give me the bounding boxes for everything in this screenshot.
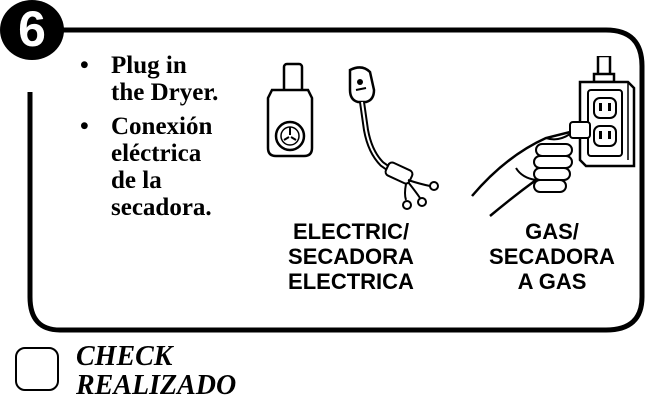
- caption-line: GAS/: [525, 219, 579, 244]
- instruction-item-spanish: • Conexión eléctrica de la secadora.: [78, 113, 258, 221]
- instruction-line: eléctrica: [111, 140, 202, 167]
- instruction-line: Conexión: [111, 113, 213, 140]
- instruction-line: de la: [111, 167, 162, 194]
- caption-line: ELECTRIC/: [292, 219, 410, 244]
- caption-line: A GAS: [517, 269, 587, 294]
- check-label: CHECK REALIZADO: [76, 342, 236, 400]
- dryer-power-cord-icon: [266, 62, 439, 210]
- bullet-icon: •: [80, 52, 89, 79]
- caption-line: SECADORA: [288, 244, 414, 269]
- hand-plugging-outlet-icon: [471, 56, 636, 217]
- step-badge: 6: [0, 0, 70, 68]
- step-number: 6: [18, 1, 46, 57]
- check-label-line: REALIZADO: [76, 370, 237, 401]
- electric-caption: ELECTRIC/ SECADORA ELECTRICA: [276, 219, 426, 294]
- instruction-list: • Plug in the Dryer. • Conexión eléctric…: [78, 52, 258, 228]
- check-label-line: CHECK: [76, 341, 173, 372]
- instruction-line: the Dryer.: [111, 79, 219, 106]
- instruction-line: secadora.: [111, 194, 212, 221]
- instruction-line: Plug in: [111, 52, 187, 79]
- caption-line: ELECTRICA: [288, 269, 414, 294]
- gas-caption: GAS/ SECADORA A GAS: [472, 219, 632, 294]
- caption-line: SECADORA: [489, 244, 615, 269]
- instruction-item-english: • Plug in the Dryer.: [78, 52, 258, 106]
- bullet-icon: •: [80, 113, 89, 140]
- check-checkbox[interactable]: [15, 347, 59, 391]
